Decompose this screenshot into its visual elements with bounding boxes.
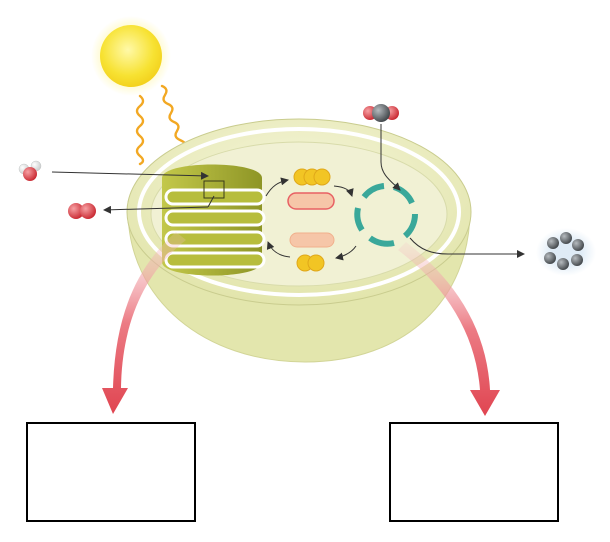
sugar-output-arrow xyxy=(409,237,525,258)
energy-carrier-top-peach xyxy=(287,192,335,210)
answer-box-left[interactable] xyxy=(26,422,196,522)
answer-box-left-text xyxy=(28,424,194,520)
answer-box-right-text xyxy=(391,424,557,520)
thylakoid-highlight-square xyxy=(203,180,225,199)
sunlight-rays xyxy=(135,84,187,166)
sun-icon xyxy=(91,16,171,96)
water-input-arrow xyxy=(51,171,209,180)
water-molecule-icon xyxy=(18,160,42,181)
thylakoid-stack xyxy=(162,164,266,276)
energy-carrier-bottom-peach xyxy=(289,232,335,248)
energy-carrier-bottom-yellow xyxy=(296,254,325,272)
right-pointer-arrow xyxy=(398,242,500,416)
oxygen-molecule-icon xyxy=(68,203,96,219)
energy-carrier-top-yellow xyxy=(293,168,331,186)
oxygen-output-arrow xyxy=(207,195,215,208)
left-pointer-arrow xyxy=(102,232,186,414)
carrier-flow-arrows xyxy=(265,177,357,261)
carbon-dioxide-molecule-icon xyxy=(363,104,399,122)
co2-input-arrow xyxy=(380,124,401,191)
calvin-cycle-ring xyxy=(354,183,419,247)
sugar-molecule-icon xyxy=(536,228,596,276)
answer-box-right[interactable] xyxy=(389,422,559,522)
